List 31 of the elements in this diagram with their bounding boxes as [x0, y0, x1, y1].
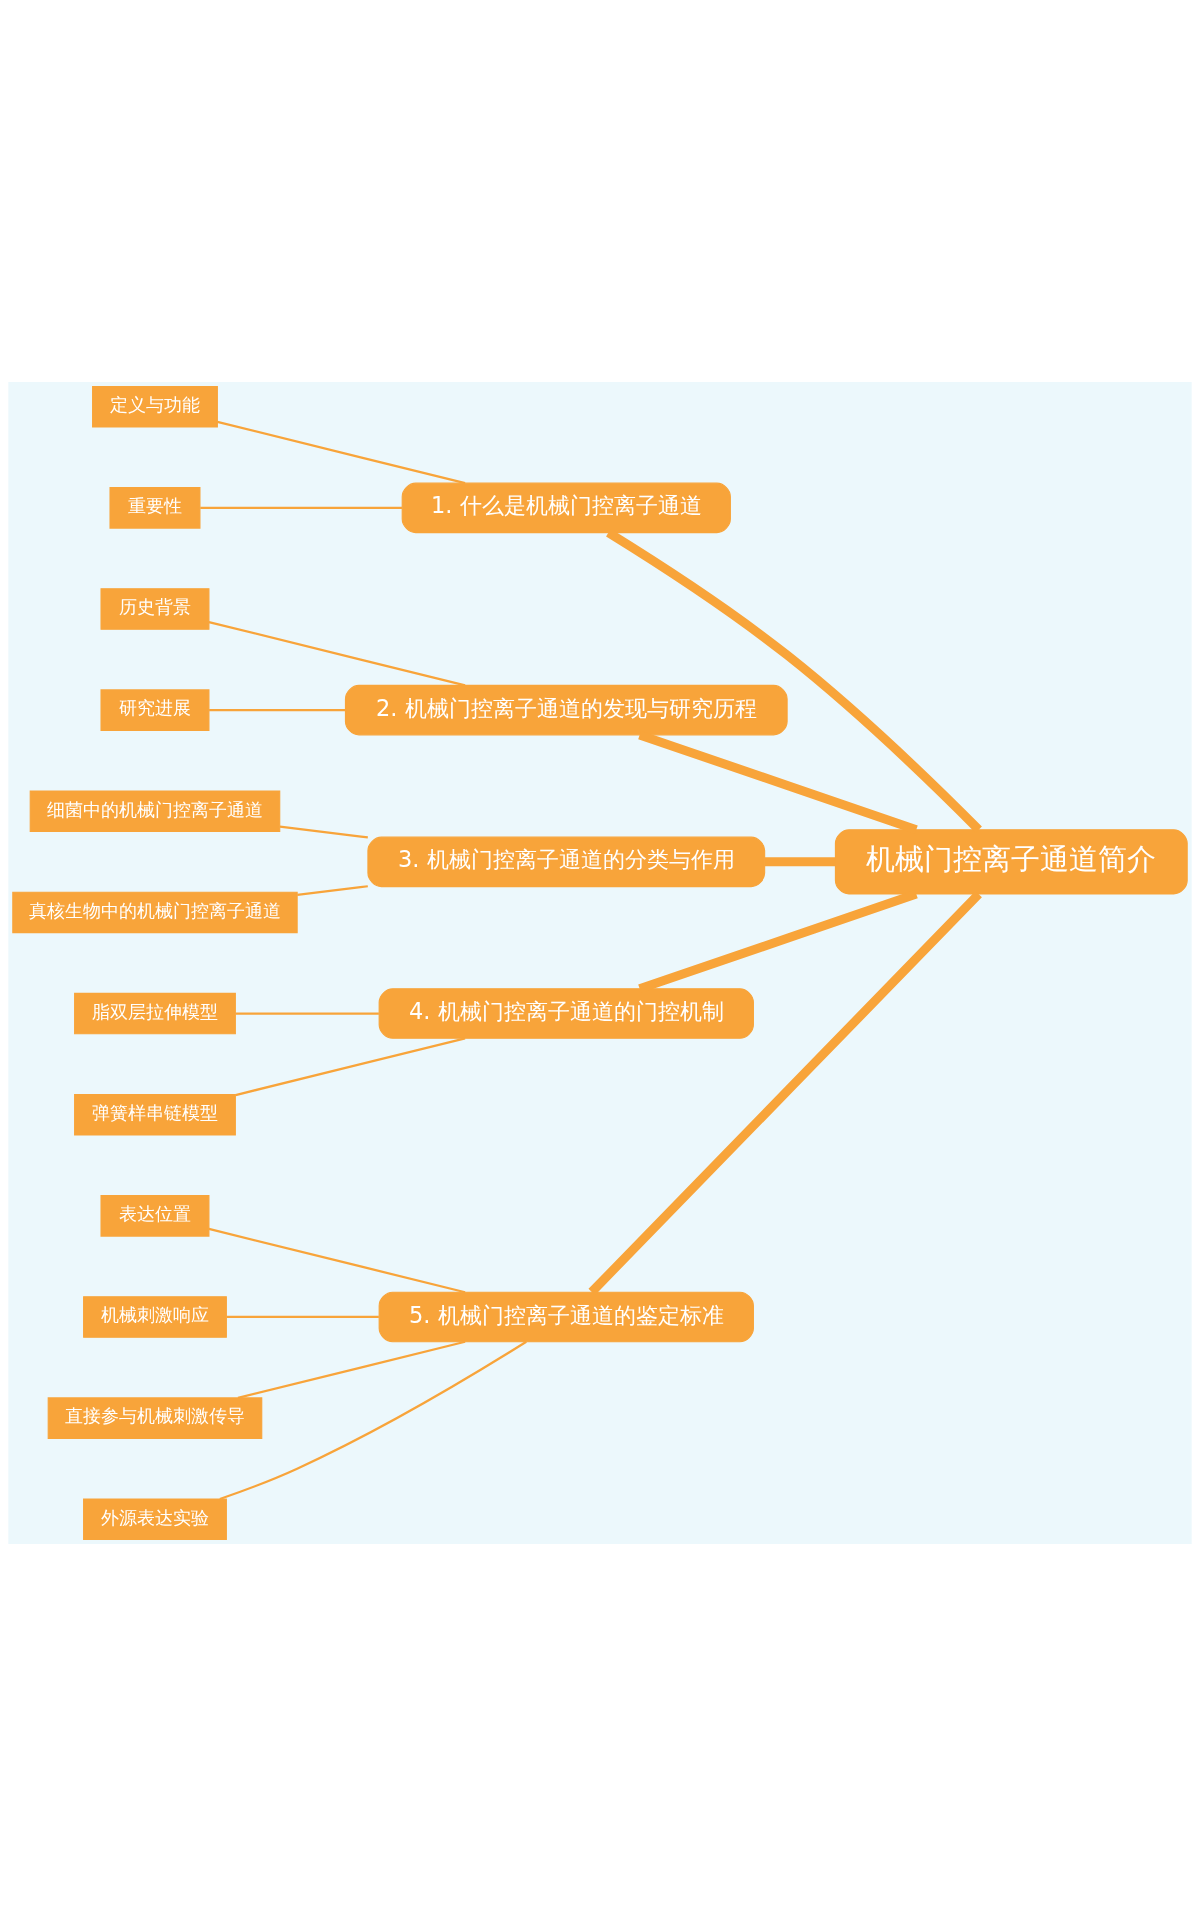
connector [208, 620, 466, 686]
connector [235, 1011, 379, 1015]
connector [209, 708, 346, 711]
node-box: 定义与功能 [92, 385, 218, 427]
connector [235, 1036, 466, 1096]
node-box: 2. 机械门控离子通道的发现与研究历程 [344, 684, 788, 735]
node-box: 真核生物中的机械门控离子通道 [12, 891, 298, 933]
connector [279, 825, 368, 839]
connector [200, 506, 402, 509]
node-box: 重要性 [109, 486, 201, 529]
node-box: 机械门控离子通道简介 [834, 828, 1188, 894]
node-box: 外源表达实验 [83, 1498, 227, 1540]
node-box: 1. 什么是机械门控离子通道 [401, 482, 731, 533]
connector [208, 1227, 466, 1293]
connector [237, 1340, 466, 1399]
node-box: 直接参与机械刺激传导 [47, 1396, 263, 1439]
node-box: 细菌中的机械门控离子通道 [29, 790, 281, 832]
connector [297, 884, 368, 896]
node-box: 5. 机械门控离子通道的鉴定标准 [378, 1291, 754, 1342]
node-box: 弹簧样串链模型 [74, 1093, 236, 1135]
connector [219, 1340, 527, 1500]
node-box: 研究进展 [100, 688, 210, 731]
node-box: 机械刺激响应 [83, 1295, 227, 1338]
connector [217, 420, 466, 484]
node-box: 脂双层拉伸模型 [74, 992, 236, 1034]
node-box: 3. 机械门控离子通道的分类与作用 [367, 836, 766, 887]
node-box: 历史背景 [100, 587, 210, 630]
node-box: 表达位置 [100, 1194, 210, 1237]
connector [764, 856, 836, 866]
connector [226, 1315, 379, 1318]
node-box: 4. 机械门控离子通道的门控机制 [378, 987, 754, 1039]
